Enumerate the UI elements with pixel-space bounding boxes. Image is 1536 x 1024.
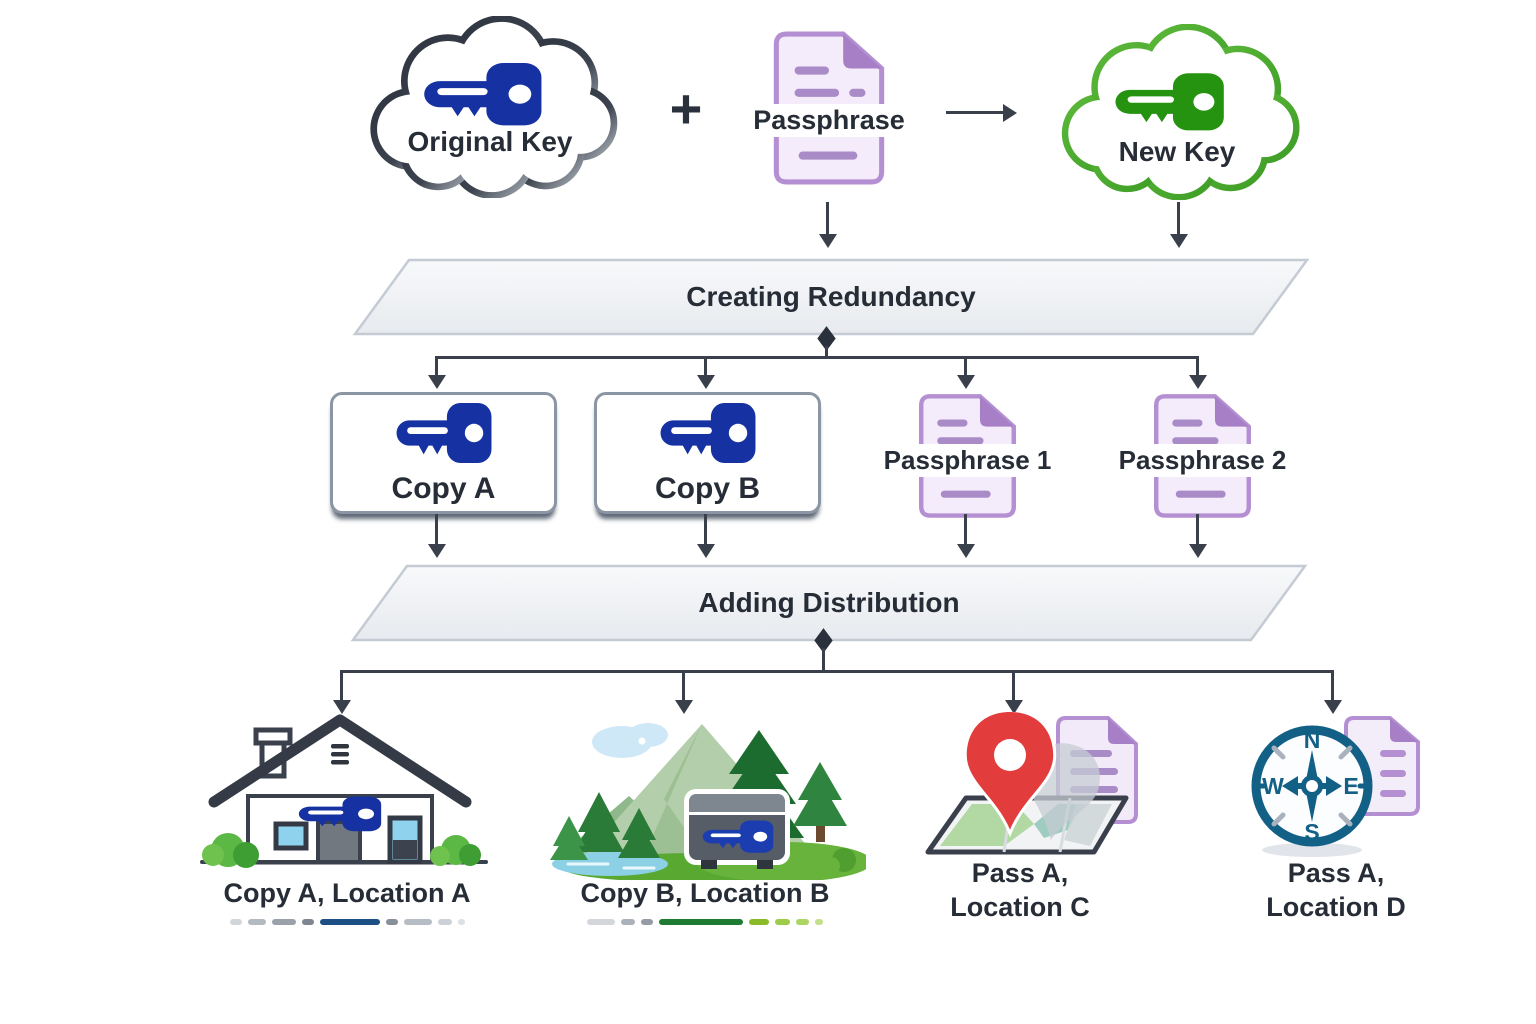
arrow-down [964, 356, 967, 376]
location-b-label: Copy B, Location B [580, 878, 830, 908]
connector-line [436, 356, 1198, 359]
arrow-down [964, 514, 967, 545]
banner-shape [350, 564, 1308, 642]
arrow-right [946, 111, 1004, 114]
original-key-label: Original Key [407, 126, 573, 157]
compass-west-label: W [1262, 773, 1284, 799]
house-location-illustration [198, 710, 490, 873]
passphrase-node: Passphrase [745, 28, 913, 190]
arrow-down [340, 670, 343, 701]
compass-illustration: N S W E [1240, 712, 1428, 863]
original-key-node: Original Key [356, 15, 624, 199]
arrow-down [1177, 202, 1180, 235]
plus-sign: + [669, 77, 703, 140]
compass-east-label: E [1343, 773, 1358, 799]
passphrase-1-label: Passphrase 1 [875, 444, 1060, 477]
arrow-down [826, 202, 829, 235]
dashed-underline [587, 919, 823, 925]
arrow-down [682, 670, 685, 701]
new-key-node: New Key [1048, 23, 1306, 201]
arrow-down [1012, 670, 1015, 701]
map-pin-icon [963, 708, 1057, 838]
banner-adding-distribution: Adding Distribution [350, 564, 1308, 642]
compass-document-icon: N S W E [1251, 716, 1420, 857]
cloud-icon [1061, 23, 1300, 201]
location-c-label-line1: Pass A, [971, 858, 1069, 888]
compass-icon: N S W E [1251, 725, 1373, 847]
location-c-label-line2: Location C [950, 892, 1090, 922]
connector-line [825, 346, 828, 358]
location-a-label: Copy A, Location A [223, 878, 471, 908]
map-pin-illustration [912, 708, 1164, 863]
copy-b-label: Copy B [655, 471, 760, 505]
wilderness-safe-illustration [544, 704, 872, 885]
passphrase-2-node: Passphrase 2 [1110, 391, 1295, 520]
arrow-down [435, 356, 438, 376]
arrow-down [1331, 670, 1334, 701]
copy-b-box: Copy B [594, 392, 821, 514]
new-key-label: New Key [1118, 136, 1236, 167]
banner-label: Adding Distribution [698, 586, 960, 618]
bush-icon [202, 833, 481, 868]
passphrase-2-label: Passphrase 2 [1110, 444, 1295, 477]
key-icon [660, 402, 755, 463]
cloud-icon [370, 15, 618, 199]
dashed-underline [230, 919, 465, 925]
copy-a-label: Copy A [391, 471, 496, 505]
safe-icon [684, 789, 790, 869]
connector-line [342, 670, 1333, 673]
map-pin-document-icon [925, 708, 1138, 855]
passphrase-label: Passphrase [745, 104, 913, 137]
arrow-down [1196, 356, 1199, 376]
arrow-down [704, 356, 707, 376]
copy-a-box: Copy A [330, 392, 557, 514]
compass-south-label: S [1304, 819, 1319, 845]
banner-creating-redundancy: Creating Redundancy [352, 258, 1310, 336]
banner-shape [352, 258, 1310, 336]
passphrase-1-node: Passphrase 1 [875, 391, 1060, 520]
wilderness-safe-icon [550, 723, 872, 883]
key-icon [396, 402, 491, 463]
arrow-down [435, 514, 438, 545]
arrow-down [704, 514, 707, 545]
location-d-label-line2: Location D [1266, 892, 1406, 922]
connector-line [822, 648, 825, 672]
arrow-down [1196, 514, 1199, 545]
banner-label: Creating Redundancy [686, 280, 976, 312]
location-d-label-line1: Pass A, [1287, 858, 1385, 888]
compass-north-label: N [1304, 727, 1321, 753]
house-key-icon [200, 714, 488, 868]
